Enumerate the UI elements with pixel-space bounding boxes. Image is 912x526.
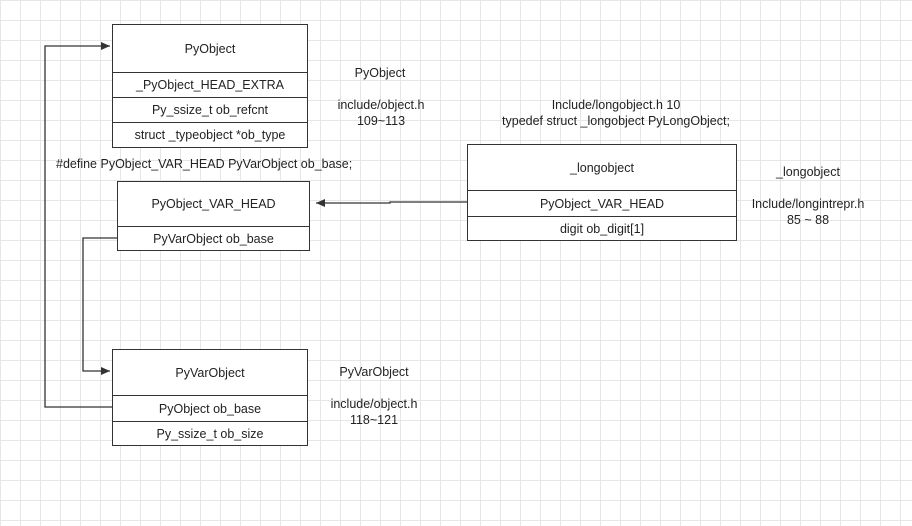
pyobject-field-ob-type: struct _typeobject *ob_type xyxy=(113,122,307,147)
pyvarobject-field-ob-base: PyObject ob_base xyxy=(113,395,307,421)
pyobject-name-annotation: PyObject xyxy=(354,66,406,80)
longobject-typedef-file: Include/longobject.h 10 xyxy=(551,98,681,112)
longobject-field-var-head: PyObject_VAR_HEAD xyxy=(468,190,736,216)
pyvarobject-field-ob-size: Py_ssize_t ob_size xyxy=(113,421,307,445)
define-macro-annotation: #define PyObject_VAR_HEAD PyVarObject ob… xyxy=(56,157,353,171)
pyvarobject-source-file: include/object.h xyxy=(330,397,418,411)
pyobject-var-head-header: PyObject_VAR_HEAD xyxy=(151,197,276,211)
pyvarobject-source-annotation: include/object.h 118~121 xyxy=(309,396,439,428)
pyobject-var-head-struct-box: PyObject_VAR_HEAD PyVarObject ob_base xyxy=(117,181,310,251)
longobject-typedef-code: typedef struct _longobject PyLongObject; xyxy=(502,114,730,128)
longobject-struct-box: _longobject PyObject_VAR_HEAD digit ob_d… xyxy=(467,144,737,241)
pyobject-field-head-extra: _PyObject_HEAD_EXTRA xyxy=(113,72,307,97)
pyobject-header: PyObject xyxy=(184,41,236,56)
longobject-source-file: Include/longintrepr.h xyxy=(751,197,865,211)
pyvarobject-source-lines: 118~121 xyxy=(349,413,399,427)
pyvarobject-header: PyVarObject xyxy=(175,365,245,380)
connector-ob-base-to-pyobject xyxy=(44,42,112,408)
pyobject-source-annotation: include/object.h 109~113 xyxy=(316,97,446,129)
pyobject-source-lines: 109~113 xyxy=(356,114,406,128)
pyobject-var-head-field-ob-base: PyVarObject ob_base xyxy=(118,226,309,250)
pyobject-source-file: include/object.h xyxy=(337,98,425,112)
longobject-source-lines: 85 ~ 88 xyxy=(786,213,830,227)
connector-longobject-to-var-head xyxy=(316,199,467,207)
pyobject-struct-box: PyObject _PyObject_HEAD_EXTRA Py_ssize_t… xyxy=(112,24,308,148)
longobject-header: _longobject xyxy=(570,160,634,175)
pyvarobject-struct-box: PyVarObject PyObject ob_base Py_ssize_t … xyxy=(112,349,308,446)
pyvarobject-name-annotation: PyVarObject xyxy=(339,365,409,379)
longobject-source-annotation: Include/longintrepr.h 85 ~ 88 xyxy=(738,196,878,228)
longobject-typedef-annotation: Include/longobject.h 10 typedef struct _… xyxy=(456,97,776,129)
pyobject-field-ob-refcnt: Py_ssize_t ob_refcnt xyxy=(113,97,307,122)
longobject-name-annotation: _longobject xyxy=(776,165,840,179)
longobject-field-ob-digit: digit ob_digit[1] xyxy=(468,216,736,240)
